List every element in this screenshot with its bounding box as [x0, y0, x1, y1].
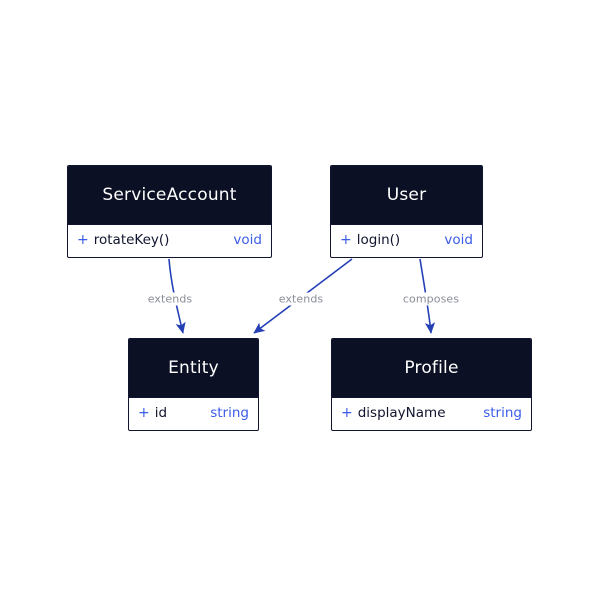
member-visibility: + [340, 232, 352, 248]
edge-label-serviceaccount-entity: extends [144, 292, 196, 306]
member-type: string [483, 405, 522, 421]
member-type: void [233, 232, 262, 248]
class-divider [129, 397, 258, 398]
member-visibility: + [138, 405, 150, 421]
member-name: login() [356, 232, 401, 248]
member-type: string [210, 405, 249, 421]
class-divider [332, 397, 531, 398]
class-members-profile: +displayName string [332, 398, 531, 428]
class-name-serviceaccount: ServiceAccount [68, 166, 271, 224]
member-name: displayName [357, 405, 446, 421]
member-type: void [444, 232, 473, 248]
member-row[interactable]: +id string [129, 398, 258, 428]
class-name-user: User [331, 166, 482, 224]
member-row[interactable]: +rotateKey() void [68, 225, 271, 255]
class-node-profile[interactable]: Profile +displayName string [331, 338, 532, 431]
member-name: id [154, 405, 168, 421]
member-row[interactable]: +login() void [331, 225, 482, 255]
class-node-user[interactable]: User +login() void [330, 165, 483, 258]
edge-label-user-profile: composes [399, 292, 463, 306]
class-divider [68, 224, 271, 225]
class-name-entity: Entity [129, 339, 258, 397]
class-node-entity[interactable]: Entity +id string [128, 338, 259, 431]
edge-label-user-entity: extends [275, 292, 327, 306]
member-name: rotateKey() [93, 232, 170, 248]
member-row[interactable]: +displayName string [332, 398, 531, 428]
class-members-entity: +id string [129, 398, 258, 428]
member-visibility: + [77, 232, 89, 248]
class-members-serviceaccount: +rotateKey() void [68, 225, 271, 255]
class-name-profile: Profile [332, 339, 531, 397]
class-members-user: +login() void [331, 225, 482, 255]
class-node-serviceaccount[interactable]: ServiceAccount +rotateKey() void [67, 165, 272, 258]
member-visibility: + [341, 405, 353, 421]
class-divider [331, 224, 482, 225]
